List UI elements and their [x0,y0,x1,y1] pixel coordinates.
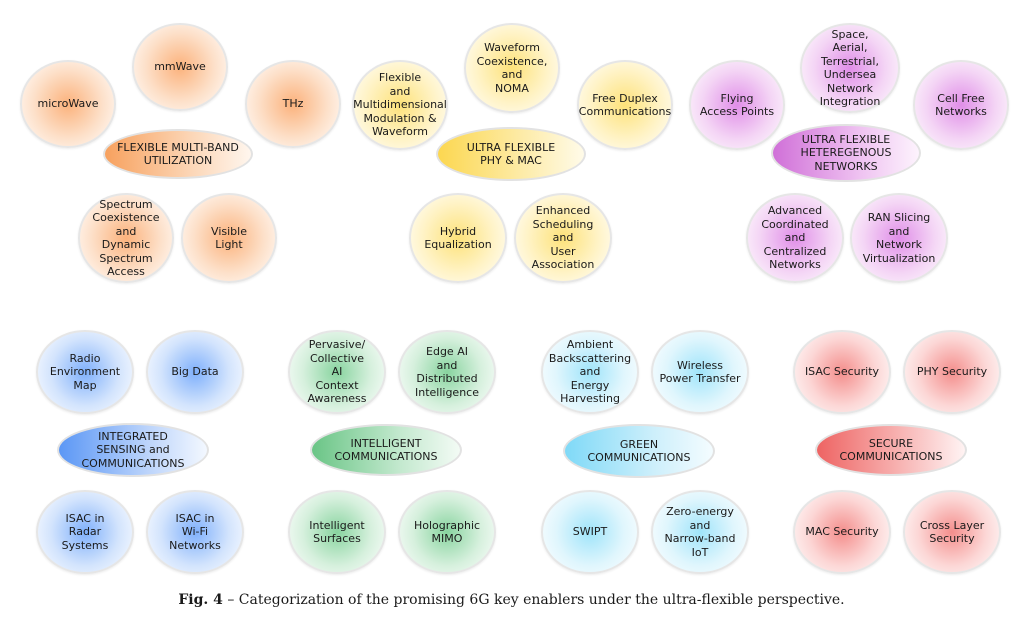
bubble-flying-access-points: Flying Access Points [689,60,785,150]
key-enablers-diagram: microWave mmWave THz FLEXIBLE MULTI-BAND… [20,23,1009,574]
hub-flexible-multi-band: FLEXIBLE MULTI-BAND UTILIZATION [103,129,253,179]
bubble-ran-slicing: RAN Slicing and Network Virtualization [850,193,948,283]
bubble-mmwave: mmWave [132,23,228,111]
bubble-edge-ai: Edge AI and Distributed Intelligence [398,330,496,414]
bubble-isac-security: ISAC Security [793,330,891,414]
bubble-enhanced-scheduling: Enhanced Scheduling and User Association [514,193,612,283]
bubble-visible-light: Visible Light [181,193,277,283]
bubble-hybrid-equalization: Hybrid Equalization [409,193,507,283]
hub-ultra-flexible-heterogeneous-networks: ULTRA FLEXIBLE HETEREGENOUS NETWORKS [771,124,921,182]
bubble-waveform-coexistence: Waveform Coexistence, and NOMA [464,23,560,113]
bubble-cell-free-networks: Cell Free Networks [913,60,1009,150]
figure-label: Fig. 4 [178,592,223,608]
bubble-big-data: Big Data [146,330,244,414]
bubble-phy-security: PHY Security [903,330,1001,414]
bubble-holographic-mimo: Holographic MIMO [398,490,496,574]
hub-green-communications: GREEN COMMUNICATIONS [563,424,715,478]
bubble-cross-layer-security: Cross Layer Security [903,490,1001,574]
bubble-advanced-coordinated-networks: Advanced Coordinated and Centralized Net… [746,193,844,283]
bubble-radio-environment-map: Radio Environment Map [36,330,134,414]
bubble-intelligent-surfaces: Intelligent Surfaces [288,490,386,574]
bubble-pervasive-ai: Pervasive/ Collective AI Context Awarene… [288,330,386,414]
bubble-spectrum-coexistence: Spectrum Coexistence and Dynamic Spectru… [78,193,174,283]
bubble-swipt: SWIPT [541,490,639,574]
bubble-isac-wifi: ISAC in Wi-Fi Networks [146,490,244,574]
hub-ultra-flexible-phy-mac: ULTRA FLEXIBLE PHY & MAC [436,127,586,181]
bubble-microwave: microWave [20,60,116,148]
figure-caption: Fig. 4 – Categorization of the promising… [0,592,1023,608]
bubble-isac-radar: ISAC in Radar Systems [36,490,134,574]
bubble-mac-security: MAC Security [793,490,891,574]
hub-integrated-sensing-communications: INTEGRATED SENSING and COMMUNICATIONS [57,423,209,477]
bubble-thz: THz [245,60,341,148]
figure-caption-text: – Categorization of the promising 6G key… [222,592,845,608]
hub-secure-communications: SECURE COMMUNICATIONS [815,424,967,476]
bubble-zero-energy-iot: Zero-energy and Narrow-band IoT [651,490,749,574]
bubble-flexible-modulation: Flexible and Multidimensional Modulation… [352,60,448,150]
bubble-wireless-power-transfer: Wireless Power Transfer [651,330,749,414]
bubble-ambient-backscattering: Ambient Backscattering and Energy Harves… [541,330,639,414]
hub-intelligent-communications: INTELLIGENT COMMUNICATIONS [310,424,462,476]
bubble-free-duplex: Free Duplex Communications [577,60,673,150]
bubble-space-aerial-integration: Space, Aerial, Terrestrial, Undersea Net… [800,23,900,113]
